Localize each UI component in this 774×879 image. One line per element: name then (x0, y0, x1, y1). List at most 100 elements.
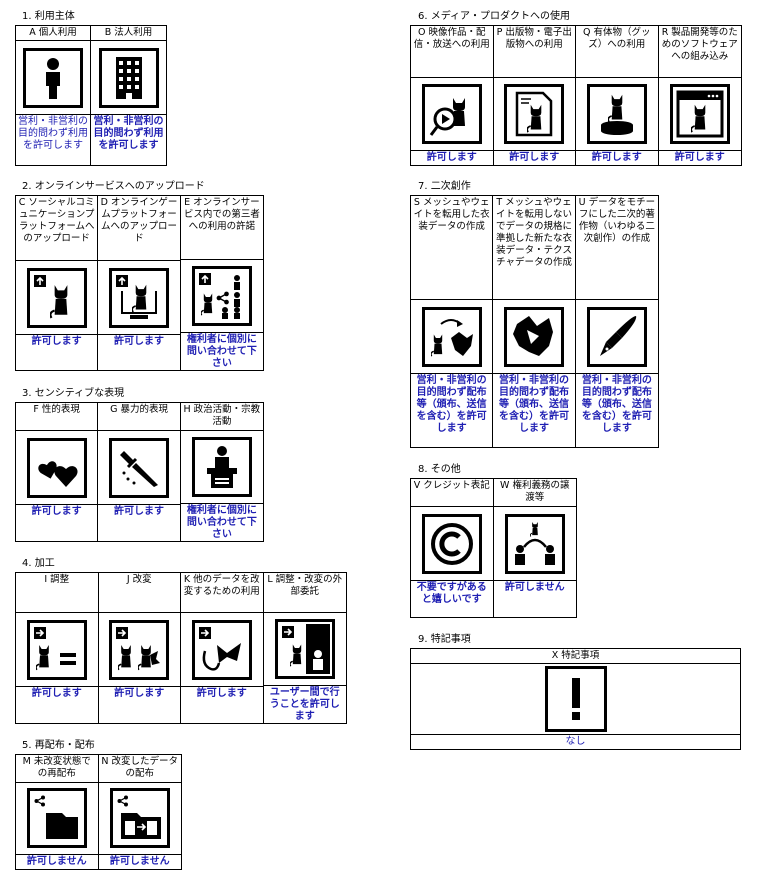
cell-footer: 許可します (31, 336, 82, 347)
cell-header: T メッシュやウェイトを転用しないでデータの規格に準拠した新たな衣装データ・テク… (493, 196, 575, 300)
podium-icon (191, 436, 252, 497)
cell-header: F 性的表現 (16, 403, 98, 431)
license-cell-b: B 法人利用 営利・非営利の目的問わず利用を許可します (91, 26, 166, 165)
cell-header: H 政治活動・宗教活動 (180, 403, 264, 431)
cell-header: I 調整 (16, 573, 98, 613)
publication-icon (504, 83, 565, 144)
cell-footer: 許可しません (504, 582, 565, 593)
license-cell-d: D オンラインゲームプラットフォームへのアップロード 許可します (98, 196, 181, 370)
cell-header: C ソーシャルコミュニケーションプラットフォームへのアップロード (16, 196, 98, 261)
cell-header: B 法人利用 (91, 26, 166, 41)
license-cell-x: X 特記事項 なし (411, 649, 740, 749)
cell-footer: 営利・非営利の目的問わず配布等（頒布、送信を含む）を許可します (499, 375, 570, 434)
exclamation-icon (544, 666, 607, 732)
share-third-party-icon (191, 265, 252, 326)
cell-header: O 映像作品・配信・放送への利用 (411, 26, 493, 78)
software-icon (669, 83, 730, 144)
cell-footer: 許可します (114, 336, 165, 347)
section-title: 5. 再配布・配布 (22, 740, 95, 751)
license-cell-p: P 出版物・電子出版物への利用 許可します (493, 26, 576, 165)
pen-icon (586, 306, 647, 367)
license-cell-k: K 他のデータを改変するための利用 許可します (181, 573, 264, 723)
cell-header: E オンラインサービス内での第三者への利用の許諾 (180, 196, 264, 260)
cell-footer: 許可します (196, 688, 247, 699)
cell-footer: 営利・非営利の目的問わず利用を許可します (93, 116, 164, 151)
cell-footer: 不要ですがあると嬉しいです (416, 582, 487, 605)
license-cell-n: N 改変したデータの配布 許可しません (98, 755, 181, 869)
section-title: 8. その他 (418, 464, 461, 475)
cell-header: S メッシュやウェイトを転用した衣装データの作成 (411, 196, 493, 300)
cell-footer: 営利・非営利の目的問わず利用を許可します (18, 116, 88, 151)
distribute-modified-icon (109, 788, 170, 849)
license-cell-s: S メッシュやウェイトを転用した衣装データの作成 営利・非営利の目的問わず配布等… (411, 196, 494, 447)
license-cell-e: E オンラインサービス内での第三者への利用の許諾 権利者に個別に問い合わせて下さ… (180, 196, 264, 370)
cell-header: X 特記事項 (411, 649, 740, 664)
upload-game-icon (109, 267, 170, 328)
section-title: 9. 特記事項 (418, 634, 471, 645)
cell-footer: ユーザー間で行うことを許可します (269, 686, 340, 722)
cell-header: K 他のデータを改変するための利用 (181, 573, 263, 613)
transfer-icon (504, 513, 565, 574)
cell-footer: 許可します (591, 152, 642, 164)
license-cell-j: J 改変 許可します (98, 573, 181, 723)
license-cell-w: W 権利義務の譲渡等 許可しません (493, 479, 576, 617)
cell-header: R 製品開発等のためのソフトウェアへの組み込み (658, 26, 741, 78)
cell-header: P 出版物・電子出版物への利用 (493, 26, 575, 78)
license-cell-o: O 映像作品・配信・放送への利用 許可します (411, 26, 494, 165)
goods-icon (586, 83, 647, 144)
cell-footer: 許可します (114, 688, 165, 699)
section-title: 1. 利用主体 (22, 11, 75, 22)
license-cell-q: Q 有体物（グッズ）への利用 許可します (576, 26, 659, 165)
cell-header: G 暴力的表現 (98, 403, 180, 431)
video-icon (421, 83, 482, 144)
new-costume-icon (504, 306, 565, 367)
cell-footer: 許可しません (26, 856, 87, 868)
license-cell-t: T メッシュやウェイトを転用しないでデータの規格に準拠した新たな衣装データ・テク… (493, 196, 576, 447)
section-title: 7. 二次創作 (418, 181, 471, 192)
license-cell-v: V クレジット表記 不要ですがあると嬉しいです (411, 479, 494, 617)
hearts-icon (26, 437, 87, 498)
license-cell-f: F 性的表現 許可します (16, 403, 99, 541)
cell-footer: 許可します (674, 152, 725, 164)
cell-header: V クレジット表記 (411, 479, 493, 507)
license-cell-a: A 個人利用 営利・非営利の目的問わず利用を許可します (16, 26, 91, 165)
cell-header: D オンラインゲームプラットフォームへのアップロード (98, 196, 180, 261)
cell-header: M 未改変状態での再配布 (16, 755, 98, 783)
license-cell-u: U データをモチーフにした二次的著作物（いわゆる二次創作）の作成 営利・非営利の… (575, 196, 659, 447)
modify-icon (109, 619, 170, 680)
upload-social-icon (26, 267, 87, 328)
reuse-data-icon (191, 619, 252, 680)
cell-header: Q 有体物（グッズ）への利用 (576, 26, 658, 78)
person-icon (23, 47, 83, 108)
cell-header: A 個人利用 (16, 26, 90, 41)
cell-footer: 権利者に個別に問い合わせて下さい (186, 504, 257, 540)
license-cell-l: L 調整・改変の外部委託 ユーザー間で行うことを許可します (263, 573, 346, 723)
cell-header: W 権利義務の譲渡等 (493, 479, 576, 507)
license-cell-g: G 暴力的表現 許可します (98, 403, 181, 541)
cell-footer: 許可します (31, 506, 82, 517)
cell-footer: 許可します (31, 688, 82, 699)
cell-footer: 権利者に個別に問い合わせて下さい (186, 333, 257, 369)
outsource-icon (274, 618, 335, 679)
adjust-icon (26, 619, 87, 680)
cell-footer: なし (565, 736, 586, 748)
section-title: 2. オンラインサービスへのアップロード (22, 181, 205, 192)
section-title: 4. 加工 (22, 558, 55, 569)
license-cell-h: H 政治活動・宗教活動 権利者に個別に問い合わせて下さい (180, 403, 264, 541)
license-cell-m: M 未改変状態での再配布 許可しません (16, 755, 99, 869)
cell-footer: 営利・非営利の目的問わず配布等（頒布、送信を含む）を許可します (581, 375, 652, 434)
license-cell-r: R 製品開発等のためのソフトウェアへの組み込み 許可します (658, 26, 741, 165)
cell-header: N 改変したデータの配布 (98, 755, 181, 783)
license-cell-i: I 調整 許可します (16, 573, 99, 723)
cell-footer: 許可します (426, 152, 477, 164)
section-title: 6. メディア・プロダクトへの使用 (418, 11, 571, 22)
knife-icon (109, 437, 170, 498)
cell-footer: 許可します (114, 506, 165, 517)
section-title: 3. センシティブな表現 (22, 388, 125, 399)
cell-footer: 許可します (509, 152, 560, 164)
redistribute-icon (26, 788, 87, 849)
building-icon (98, 47, 159, 108)
cell-footer: 許可しません (109, 856, 170, 868)
cell-header: L 調整・改変の外部委託 (263, 573, 346, 613)
cell-footer: 営利・非営利の目的問わず配布等（頒布、送信を含む）を許可します (416, 375, 487, 434)
